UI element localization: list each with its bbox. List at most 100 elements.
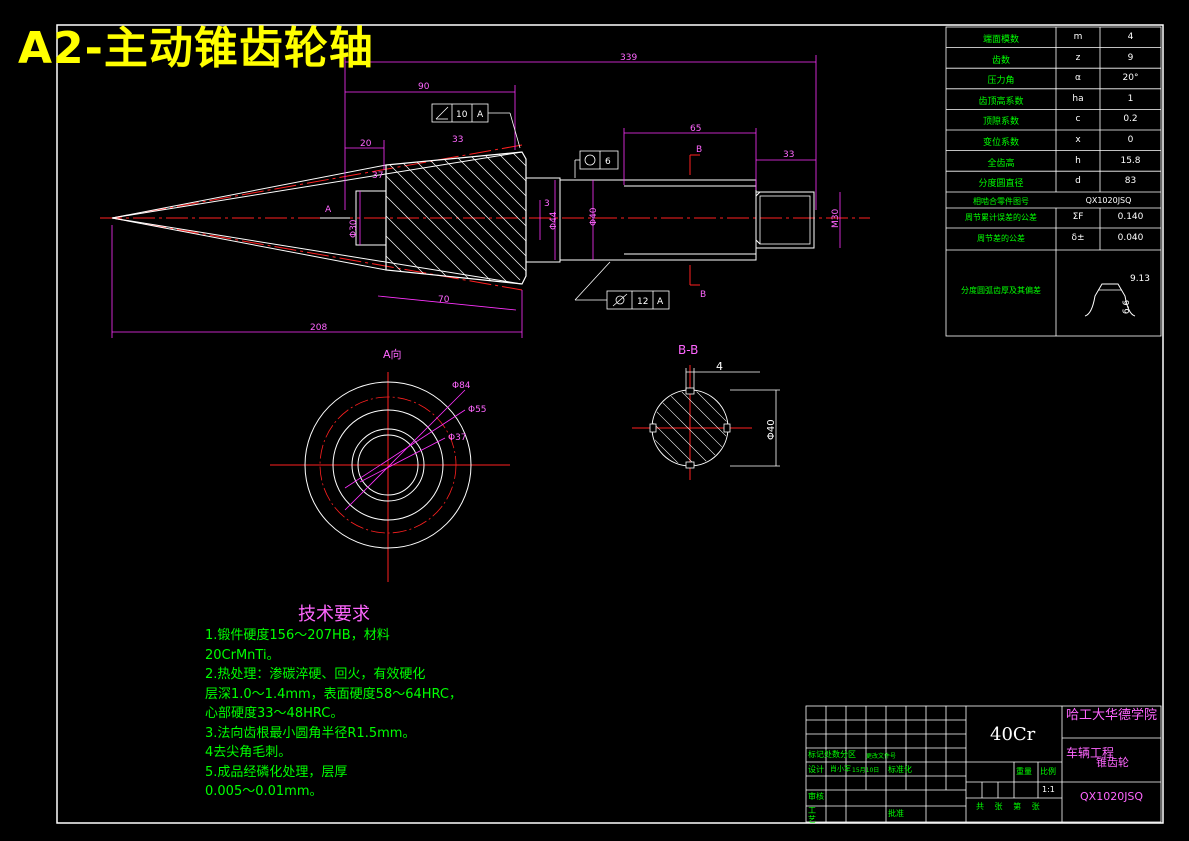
department: 车辆工程 [1066, 746, 1115, 760]
param-value: 83 [1124, 176, 1137, 187]
design-date: 15月10日 [852, 767, 880, 774]
dim-65: 65 [690, 124, 701, 134]
weight-label: 重量 [1016, 767, 1032, 776]
tech-note-line: 4去尖角毛刺。 [205, 745, 292, 760]
tech-requirements-notes: 1.锻件硬度156～207HB，材料 20CrMnTi。 2.热处理：渗碳淬硬、… [205, 626, 475, 802]
param-name: 全齿高 [987, 158, 1015, 169]
dim-33: 33 [783, 150, 794, 160]
view-b-dim-depth: Φ40 [766, 419, 777, 440]
param-value: 9 [1127, 52, 1134, 63]
school-name: 哈工大华德学院 [1066, 708, 1158, 723]
section-b-label-top: B [696, 145, 702, 155]
process-label: 工艺 [808, 806, 816, 824]
param-symbol: ha [1072, 93, 1084, 104]
view-a-dim-84: Φ84 [452, 381, 471, 391]
approve-label: 批准 [888, 809, 904, 818]
tech-note-line: 层深1.0～1.4mm，表面硬度58～64HRC， [205, 686, 462, 702]
param-name: 齿顶高系数 [978, 96, 1024, 107]
designer-label: 设计 [808, 765, 824, 774]
tolerance-symbol: ΣF [1072, 212, 1084, 222]
tech-note-line: 心部硬度33～48HRC。 [205, 706, 344, 721]
view-a-dim-55: Φ55 [468, 405, 487, 415]
param-value: 0.2 [1123, 114, 1138, 125]
param-symbol: d [1075, 176, 1081, 187]
param-symbol: α [1075, 73, 1081, 84]
designer-name: 肖小军 [830, 765, 851, 773]
param-symbol: c [1075, 114, 1081, 125]
tolerance-2-value: 6 [605, 157, 611, 167]
part-name: 锥齿轮 [1096, 756, 1129, 769]
main-view: 339 90 20 65 33 70 208 3 33 37 A B B Φ44… [100, 53, 870, 338]
view-b-label: B-B [678, 343, 698, 357]
tolerance-1-datum: A [477, 110, 484, 120]
param-name: 齿数 [991, 55, 1010, 66]
tooth-profile-icon [1084, 283, 1136, 317]
tolerance-3-value: 12 [637, 297, 648, 307]
tolerance-name: 周节累计误差的公差 [965, 213, 1037, 222]
tolerance-value: 0.040 [1117, 233, 1144, 243]
dim-phi30: Φ30 [349, 219, 359, 238]
param-name: 变位系数 [982, 138, 1019, 148]
rev-header-2: 更改文件号 [866, 753, 897, 760]
dim-angle-37: 37 [372, 171, 383, 181]
tolerance-name: 周节差的公差 [977, 234, 1025, 243]
param-symbol: h [1075, 155, 1081, 166]
view-b-dim-width: 4 [716, 360, 723, 373]
dim-angle-33: 33 [452, 135, 463, 145]
drawing-title: A2-主动锥齿轮轴 [18, 23, 374, 74]
params-table [945, 26, 1162, 337]
view-b [632, 365, 780, 480]
tolerance-value: 0.140 [1117, 212, 1144, 222]
param-value: 0 [1127, 135, 1134, 145]
material: 40Cr [990, 724, 1036, 745]
tech-note-line: 20CrMnTi。 [205, 647, 280, 663]
param-value: 4 [1127, 32, 1134, 42]
param-name: 顶隙系数 [982, 117, 1019, 128]
param-name: 分度圆直径 [978, 179, 1024, 190]
section-b-label-bottom: B [700, 290, 706, 300]
param-symbol: m [1073, 32, 1083, 42]
section-a-label: A [325, 205, 332, 215]
scale-label: 比例 [1040, 767, 1056, 776]
std-label: 标准化 [888, 765, 912, 774]
tolerance-frame-2 [574, 150, 619, 178]
param-name: 压力角 [987, 76, 1015, 87]
tolerance-3-datum: A [657, 297, 664, 307]
tolerance-frame-1 [431, 103, 521, 149]
mate-label: 相啮合零件图号 [973, 197, 1029, 206]
param-name: 端面模数 [982, 35, 1019, 45]
dim-overall: 339 [620, 53, 637, 63]
dim-90: 90 [418, 82, 430, 92]
dim-20: 20 [360, 139, 372, 149]
tolerance-1-value: 10 [456, 110, 468, 120]
view-a-dim-37: Φ37 [448, 433, 467, 443]
chord-value-1: 9.13 [1129, 274, 1151, 284]
dim-m30: M30 [831, 209, 841, 228]
param-value: 15.8 [1120, 155, 1141, 166]
chord-label: 分度圆弧齿厚及其偏差 [961, 286, 1041, 295]
view-a-label: A向 [383, 347, 402, 361]
mate-value: QX1020JSQ [1085, 196, 1132, 205]
dim-3: 3 [544, 199, 550, 209]
dim-phi40: Φ40 [589, 207, 599, 226]
tech-note-line: 0.005～0.01mm。 [205, 784, 323, 799]
title-block [805, 705, 1162, 823]
scale-value: 1:1 [1042, 785, 1055, 794]
param-symbol: x [1075, 135, 1081, 145]
dim-70: 70 [438, 295, 450, 305]
param-value: 20° [1122, 73, 1139, 84]
dim-phi44: Φ44 [549, 211, 559, 230]
tech-note-line: 5.成品经磷化处理，层厚 [205, 764, 348, 780]
sheet-count: 共 张 第 张 [976, 802, 1044, 811]
rev-header: 标记处数分区 [808, 750, 856, 759]
tolerance-frame-3 [574, 261, 670, 310]
tech-note-line: 3.法向齿根最小圆角半径R1.5mm。 [205, 725, 416, 741]
drawing-number: QX1020JSQ [1080, 790, 1144, 803]
tolerance-symbol: δ± [1071, 233, 1085, 243]
dim-208: 208 [310, 323, 327, 333]
param-value: 1 [1127, 93, 1134, 104]
tech-note-line: 1.锻件硬度156～207HB，材料 [205, 628, 390, 643]
tech-requirements-title: 技术要求 [298, 604, 370, 625]
review-label: 审核 [808, 792, 824, 801]
